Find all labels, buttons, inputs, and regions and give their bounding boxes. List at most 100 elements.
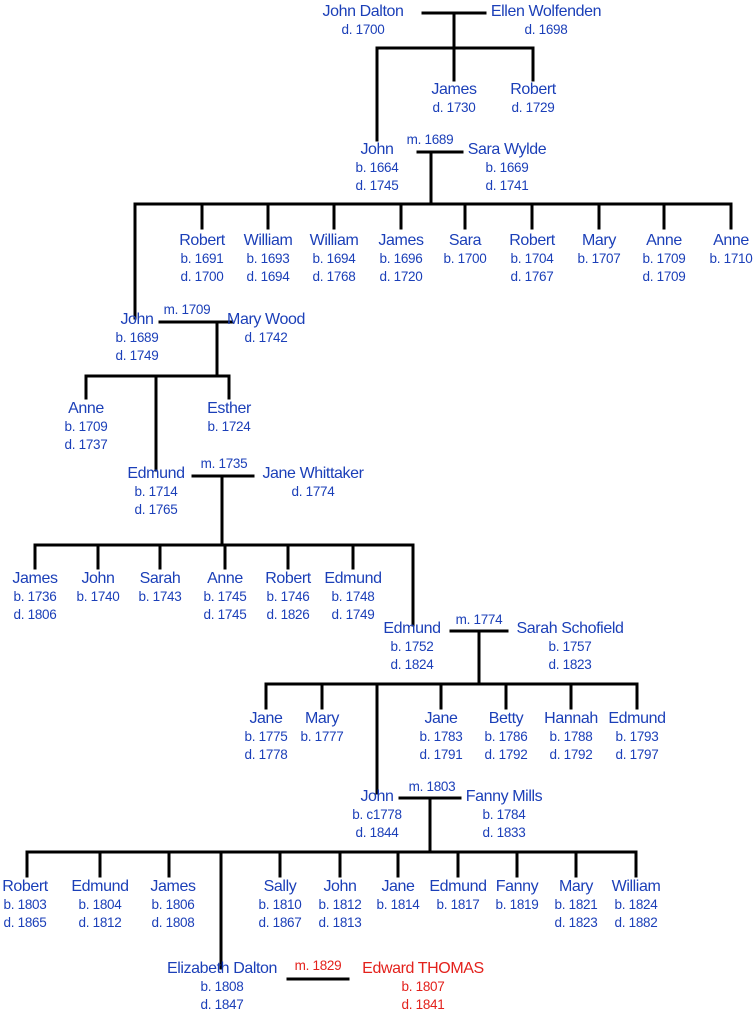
person-dates: d. 1826 — [266, 607, 310, 622]
person-name: Edmund — [608, 710, 666, 727]
person-dates: b. 1775 — [244, 729, 288, 744]
person-dates: d. 1774 — [291, 484, 335, 499]
person-name: Anne — [68, 400, 104, 417]
person-dates: d. 1729 — [511, 100, 555, 115]
person-dates: b. 1669 — [485, 160, 529, 175]
person-dates: d. 1720 — [379, 269, 423, 284]
person-name: William — [243, 232, 293, 249]
person-dates: b. 1743 — [138, 589, 182, 604]
person-name: James — [150, 878, 196, 895]
person-name: Fanny — [495, 878, 539, 895]
person-dates: b. 1793 — [615, 729, 659, 744]
person-dates: d. 1742 — [244, 330, 288, 345]
person-dates: d. 1741 — [485, 178, 529, 193]
person-name: Esther — [207, 400, 251, 417]
person-dates: d. 1749 — [331, 607, 375, 622]
person-node: Esther b. 1724 — [207, 400, 251, 436]
person-dates: b. 1783 — [419, 729, 463, 744]
person-dates: d. 1824 — [390, 657, 434, 672]
person-dates: b. 1821 — [554, 897, 598, 912]
person-name: Ellen Wolfenden — [490, 3, 602, 20]
person-name: Jane — [424, 710, 458, 727]
person-node: Edmund b. 1752 d. 1824 — [383, 620, 441, 674]
person-name: Anne — [713, 232, 749, 249]
person-dates: b. 1736 — [13, 589, 57, 604]
person-dates: b. 1819 — [495, 897, 539, 912]
person-dates: d. 1765 — [134, 502, 178, 517]
marriage-label: m. 1735 — [200, 456, 248, 471]
person-name: Robert — [509, 232, 555, 249]
person-name: John — [360, 788, 394, 805]
person-name: Mary — [559, 878, 593, 895]
person-dates: d. 1812 — [78, 915, 122, 930]
person-name: Robert — [2, 878, 48, 895]
person-dates: d. 1833 — [482, 825, 526, 840]
person-dates: b. 1804 — [78, 897, 122, 912]
person-dates: d. 1749 — [115, 348, 159, 363]
person-dates: b. 1724 — [207, 419, 251, 434]
person-dates: b. 1806 — [151, 897, 195, 912]
person-dates: b. 1707 — [577, 251, 621, 266]
person-dates: d. 1778 — [244, 747, 288, 762]
person-dates: d. 1730 — [432, 100, 476, 115]
person-dates: b. 1689 — [115, 330, 159, 345]
person-name: Anne — [207, 570, 243, 587]
person-dates: d. 1737 — [64, 437, 108, 452]
person-name: John — [323, 878, 357, 895]
person-name: Edmund — [383, 620, 441, 637]
person-dates: b. 1757 — [548, 639, 592, 654]
person-name: William — [309, 232, 359, 249]
person-node: Ellen Wolfenden d. 1698 — [490, 3, 602, 39]
person-dates: d. 1768 — [312, 269, 356, 284]
person-dates: d. 1847 — [200, 997, 244, 1012]
person-name: Sarah Schofield — [516, 620, 624, 637]
person-dates: b. 1691 — [180, 251, 224, 266]
person-dates: b. 1784 — [482, 807, 526, 822]
person-name: Jane — [381, 878, 415, 895]
person-name: Edmund — [127, 465, 185, 482]
person-dates: d. 1698 — [524, 22, 568, 37]
person-dates: b. 1752 — [390, 639, 434, 654]
person-dates: b. 1700 — [443, 251, 487, 266]
person-name: John — [360, 141, 394, 158]
person-name: Elizabeth Dalton — [166, 960, 278, 977]
person-dates: d. 1808 — [151, 915, 195, 930]
person-name: Mary — [582, 232, 616, 249]
person-dates: b. 1803 — [3, 897, 47, 912]
person-dates: d. 1865 — [3, 915, 47, 930]
person-dates: b. 1696 — [379, 251, 423, 266]
person-dates: d. 1694 — [246, 269, 290, 284]
person-dates: b. 1812 — [318, 897, 362, 912]
person-node: Robert b. 1803 d. 1865 — [2, 878, 48, 932]
person-dates: d. 1806 — [13, 607, 57, 622]
person-dates: b. 1748 — [331, 589, 375, 604]
person-dates: d. 1797 — [615, 747, 659, 762]
